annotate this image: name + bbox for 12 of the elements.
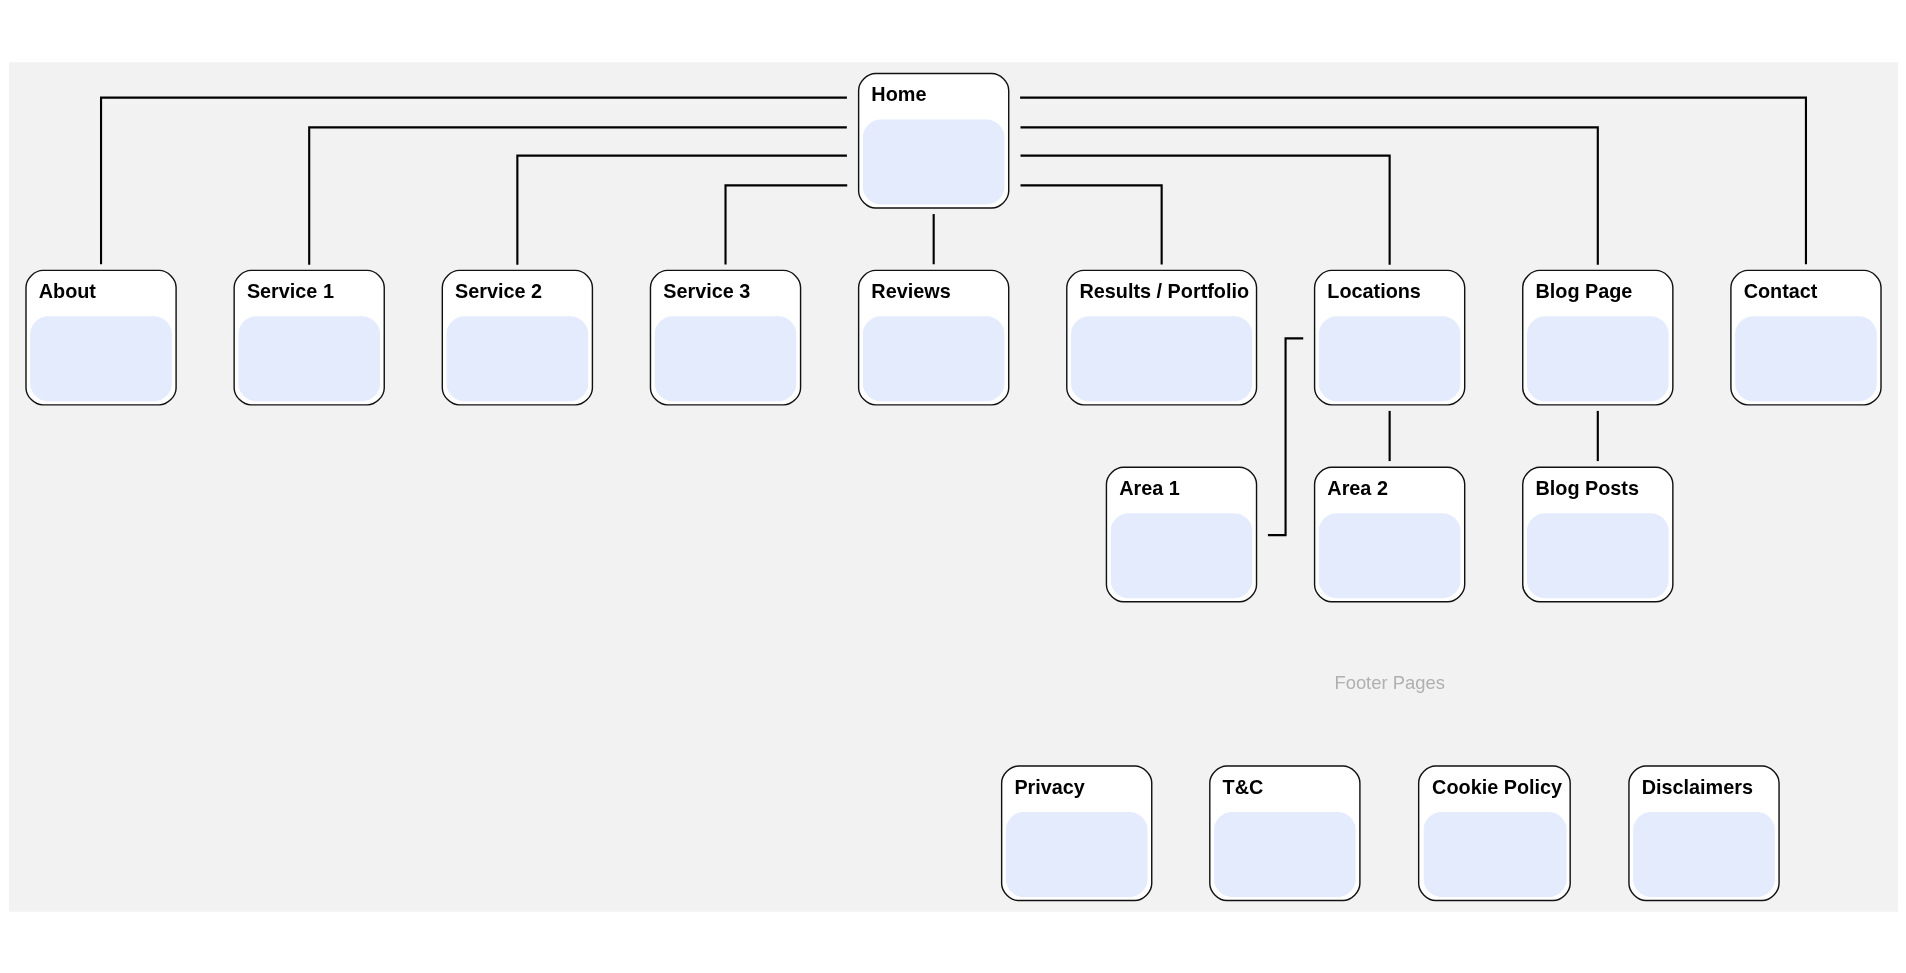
connector <box>1596 410 1599 461</box>
connector <box>99 96 847 264</box>
connector <box>1388 410 1391 461</box>
connector <box>1020 125 1599 265</box>
connector <box>1020 183 1163 265</box>
connector <box>932 213 935 264</box>
connector <box>1020 154 1391 265</box>
connector <box>307 125 847 265</box>
connector <box>723 183 847 265</box>
connector <box>1019 96 1807 264</box>
connector <box>515 154 847 265</box>
label: Footer Pages <box>1333 671 1445 693</box>
